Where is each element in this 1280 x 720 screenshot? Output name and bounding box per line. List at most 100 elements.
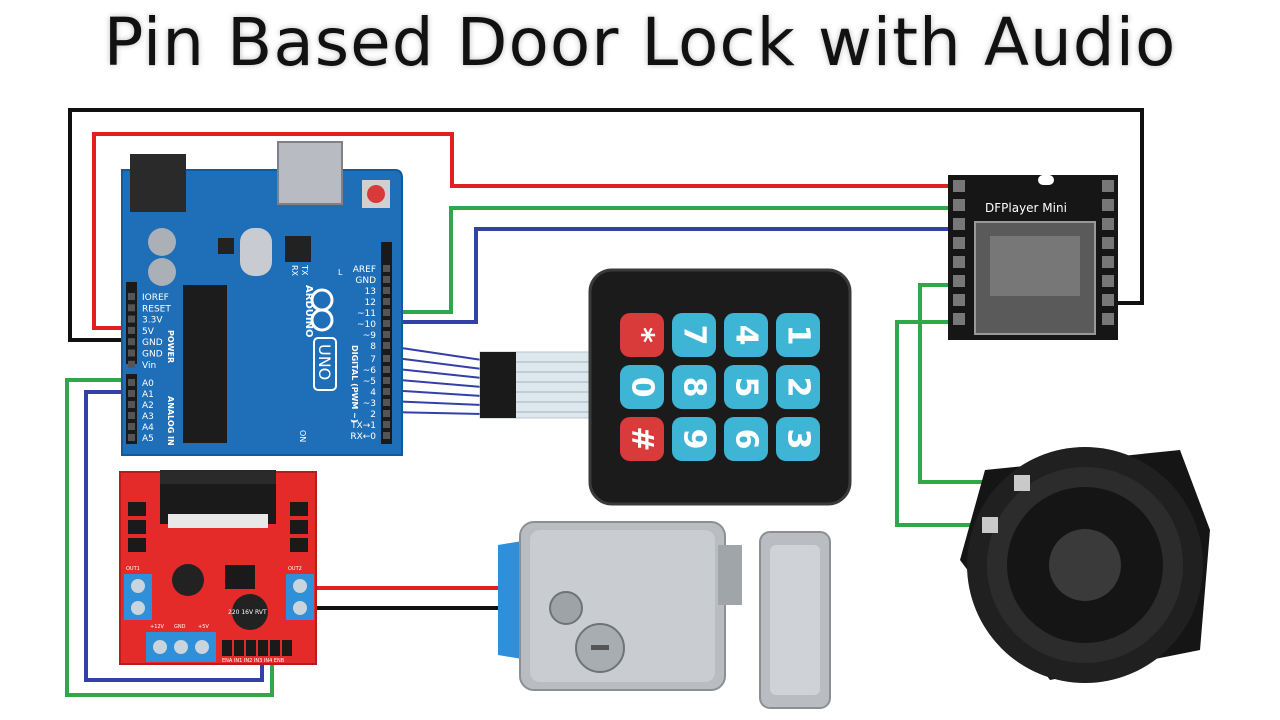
speaker-terminal-2 <box>982 517 998 533</box>
pin-label: 4 <box>370 388 376 398</box>
header-pin <box>128 315 135 323</box>
dfplayer-pins <box>953 180 1114 325</box>
capacitor-label: 220 16V RVT <box>228 609 267 616</box>
wire-5v-dfplayer <box>92 132 958 330</box>
header-pin <box>383 399 390 406</box>
keypad-key-label: 4 <box>729 325 764 346</box>
pin-label: RX←0 <box>350 432 376 442</box>
keypad-key-label: 5 <box>729 377 764 398</box>
dfplayer-pin-left <box>953 199 965 211</box>
pin-label: TX→1 <box>350 421 376 431</box>
header-pin <box>383 421 390 428</box>
header-pin <box>128 401 135 408</box>
dfplayer-pin-right <box>1102 275 1114 287</box>
keypad-key-3 <box>776 417 820 461</box>
header-pin <box>383 388 390 395</box>
pin-label: A3 <box>142 412 154 422</box>
wire-rx-dfplayer <box>388 206 958 314</box>
keypad-key-label: 0 <box>625 377 660 398</box>
keypad-ribbon-wires <box>387 345 483 415</box>
pin-label: GND <box>142 338 163 348</box>
rx-led-label: RX <box>290 265 299 277</box>
header-pin <box>383 298 390 305</box>
header-pin <box>383 377 390 384</box>
pin-label: RESET <box>142 304 171 314</box>
dfplayer-pin-left <box>953 294 965 306</box>
pin-label: Vin <box>142 361 156 371</box>
l298n-motor-driver: 220 16V RVT OUT1 OUT2 +12V GND +5V ENA I… <box>119 470 317 665</box>
wire-speaker-1 <box>918 283 1022 484</box>
pin-label: 3.3V <box>142 316 163 326</box>
header-pin <box>128 338 135 346</box>
wire-tx-dfplayer <box>388 227 958 324</box>
arduino-logo <box>310 288 334 332</box>
keypad-key-label: 9 <box>677 429 712 450</box>
dfplayer-pin-right <box>1102 313 1114 325</box>
pin-label: ~5 <box>363 377 376 387</box>
header-pin <box>383 366 390 373</box>
dfplayer-pin-right <box>1102 256 1114 268</box>
pin-label: ~6 <box>363 366 377 376</box>
dfplayer-pin-right <box>1102 199 1114 211</box>
pin-label: A5 <box>142 434 154 444</box>
pin-label: ~10 <box>357 320 376 330</box>
header-pin <box>383 287 390 294</box>
speaker <box>960 447 1210 683</box>
keypad-key-label: 7 <box>677 325 712 346</box>
wires <box>65 108 1144 697</box>
pin-label: ~9 <box>363 331 377 341</box>
wire-a1-driver <box>84 390 264 682</box>
pin-label: 5V <box>142 327 155 337</box>
power-header <box>126 282 137 364</box>
pin-label: ~3 <box>363 399 376 409</box>
pin-label: 13 <box>365 287 376 297</box>
usb-port <box>277 141 343 205</box>
analog-header <box>126 374 137 444</box>
keypad-connector <box>480 352 516 418</box>
on-led-label: ON <box>298 430 307 442</box>
out2-label: OUT2 <box>288 566 302 572</box>
header-pin <box>383 309 390 316</box>
digital-header-bottom <box>381 352 392 444</box>
keypad-key-hash <box>620 417 664 461</box>
header-pin <box>128 434 135 441</box>
keypad-key-1 <box>776 313 820 357</box>
pin-label: GND <box>355 276 376 286</box>
power-jack <box>130 154 186 212</box>
dfplayer-pin-left <box>953 313 965 325</box>
keypad-key-7 <box>672 313 716 357</box>
pin-label: 8 <box>370 342 376 352</box>
header-pin <box>383 320 390 327</box>
keypad-key-9 <box>672 417 716 461</box>
keypad-key-star <box>620 313 664 357</box>
pin-label: A1 <box>142 390 154 400</box>
keypad-key-label: 6 <box>729 429 764 450</box>
header-pin <box>383 276 390 283</box>
atmega-chip <box>183 285 227 443</box>
pin-label: A4 <box>142 423 154 433</box>
header-pin <box>128 423 135 430</box>
header-pin <box>128 326 135 334</box>
wire-a0-driver <box>65 378 274 697</box>
dfplayer-pin-left <box>953 275 965 287</box>
header-pin <box>128 304 135 312</box>
header-pin <box>383 355 390 362</box>
pin-label: A2 <box>142 401 154 411</box>
digital-header-top <box>381 242 392 352</box>
reset-button <box>367 185 385 203</box>
header-pin <box>383 331 390 338</box>
keypad-key-label: * <box>625 327 660 343</box>
keypad-key-label: 1 <box>781 325 816 346</box>
pin-label: AREF <box>353 265 376 275</box>
analog-header-label: ANALOG IN <box>166 396 175 446</box>
v12-label: +12V <box>150 624 165 630</box>
keypad-key-label: 2 <box>781 377 816 398</box>
pin-label: 7 <box>370 355 376 365</box>
dfplayer-pin-left <box>953 237 965 249</box>
arduino-model-label: UNO <box>315 344 334 380</box>
